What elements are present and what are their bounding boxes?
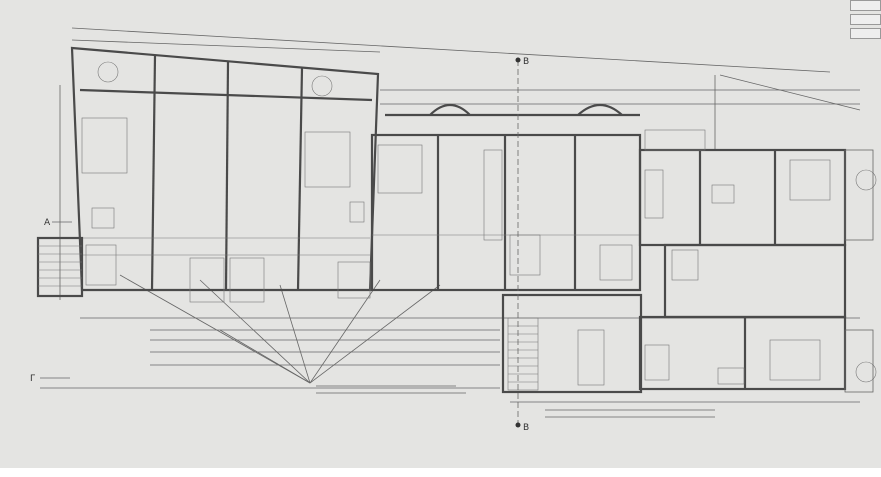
- title-block-cell: [850, 0, 881, 11]
- left-wing-walls: [70, 46, 380, 303]
- title-block-cell: [850, 14, 881, 25]
- middle-block-walls: [370, 103, 642, 292]
- section-marker-a: A: [44, 218, 51, 228]
- left-stairs: [36, 236, 84, 298]
- section-line-b: [515, 57, 521, 428]
- stair-core: [501, 293, 643, 394]
- section-marker-g: Γ: [30, 374, 35, 384]
- title-block-cell: [850, 28, 881, 39]
- section-line-a: [40, 221, 72, 379]
- dimension-lines: [40, 27, 861, 403]
- section-marker-b-top: B: [523, 57, 529, 67]
- leader-lines: [119, 274, 715, 418]
- title-block: [850, 0, 881, 42]
- section-marker-b-bottom: B: [523, 423, 529, 433]
- right-block-walls: [638, 129, 877, 393]
